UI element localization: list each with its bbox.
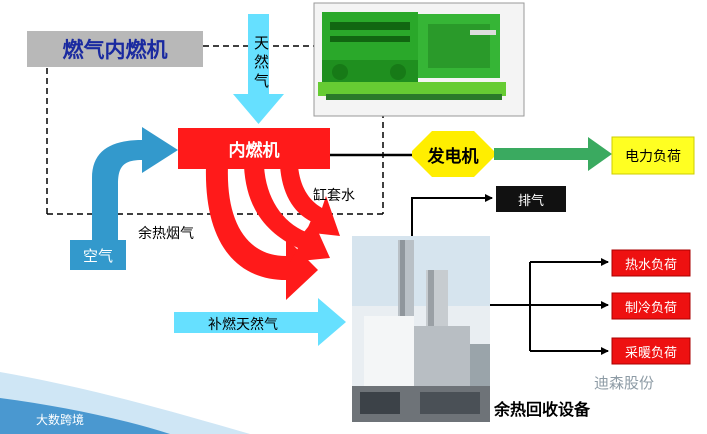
power-load-label: 电力负荷	[612, 137, 694, 174]
power-arrow	[494, 137, 612, 171]
natural-gas-label: 天然气	[254, 34, 272, 91]
watermark-right: 迪森股份	[594, 372, 654, 393]
recovery-equipment-photo	[352, 236, 490, 422]
hot-water-load-label: 热水负荷	[612, 250, 690, 276]
watermark-left: 大数跨境	[36, 411, 84, 428]
cooling-load-label: 制冷负荷	[612, 293, 690, 319]
title-label: 燃气内燃机	[27, 31, 203, 67]
recovery-equipment-label: 余热回收设备	[494, 396, 590, 420]
air-label: 空气	[70, 240, 126, 270]
generator-label: 发电机	[412, 131, 494, 177]
exhaust-label: 排气	[496, 186, 566, 212]
waste-heat-flue-label: 余热烟气	[138, 223, 194, 243]
supplementary-gas-label: 补燃天然气	[208, 314, 278, 334]
engine-label: 内燃机	[178, 128, 330, 169]
heating-load-label: 采暖负荷	[612, 338, 690, 364]
generator-photo	[314, 3, 524, 116]
exhaust-line	[412, 198, 492, 236]
jacket-water-label: 缸套水	[313, 185, 355, 205]
